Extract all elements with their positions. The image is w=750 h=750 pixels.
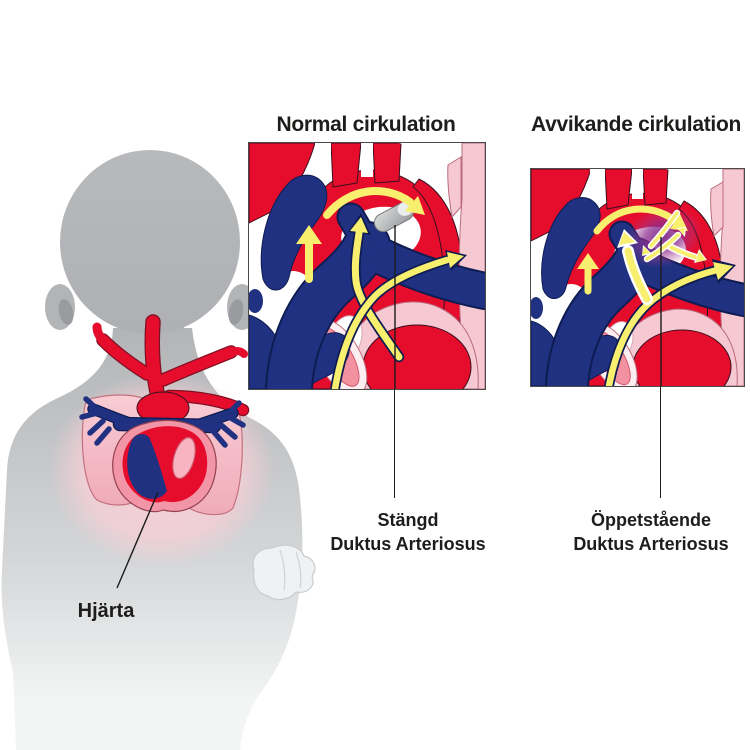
abnormal-duct-label: Öppetstående Duktus Arteriosus (546, 508, 750, 556)
abnormal-duct-leader-line (659, 385, 661, 498)
flow-arrows (296, 187, 467, 389)
abnormal-duct-label-line1: Öppetstående (590, 510, 712, 530)
normal-duct-leader-line (393, 388, 395, 498)
baby-head (60, 150, 240, 334)
abnormal-duct-label-line2: Duktus Arteriosus (573, 534, 729, 554)
baby-hand (252, 544, 316, 601)
normal-circulation-art (249, 143, 485, 389)
heart-right-ventricle (127, 434, 167, 499)
normal-duct-label-line2: Duktus Arteriosus (330, 534, 486, 554)
abnormal-circulation-art (531, 169, 744, 386)
normal-duct-label: Stängd Duktus Arteriosus (303, 508, 513, 556)
heart-illustration (79, 314, 250, 513)
normal-panel-title: Normal cirkulation (276, 113, 456, 136)
normal-circulation-panel (248, 142, 486, 390)
baby-silhouette-illustration (1, 150, 316, 750)
heart-left-ventricle (172, 437, 196, 479)
abnormal-panel-title: Avvikande cirkulation (531, 113, 741, 136)
heart-label: Hjärta (77, 600, 135, 622)
heart-leader-line (116, 491, 159, 589)
flow-arrows (577, 205, 736, 386)
normal-duct-label-line1: Stängd (377, 510, 439, 530)
abnormal-circulation-panel (530, 168, 745, 387)
